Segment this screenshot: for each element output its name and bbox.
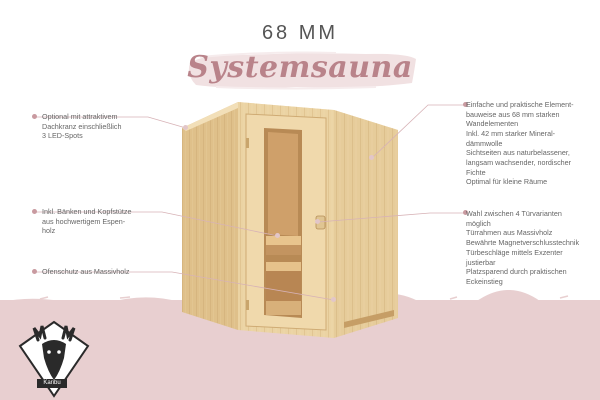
brush-stroke-backdrop	[188, 51, 416, 90]
callout-dot	[463, 102, 468, 107]
list-item: Bewährte Magnetverschlusstechnik	[466, 238, 580, 248]
callout-dot	[32, 209, 37, 214]
callout-dot	[32, 269, 37, 274]
list-item: Einfache und praktische Element- bauweis…	[466, 100, 574, 129]
callout-dot	[463, 210, 468, 215]
callout-dot	[275, 233, 280, 238]
callout-dot	[369, 155, 374, 160]
list-item: Optimal für kleine Räume	[466, 177, 548, 187]
list-item: Inkl. 42 mm starker Mineral- dämmwolle	[466, 128, 556, 148]
callout-dot	[331, 297, 336, 302]
list-item: Türbeschläge mittels Exzenter justierbar	[466, 247, 563, 267]
list-item: Türrahmen aus Massivholz	[466, 228, 553, 238]
list-item: Wahl zwischen 4 Türvarianten möglich	[466, 209, 562, 228]
callout-roof-trim: Optional mit attraktivem Dachkranz einsc…	[42, 112, 122, 141]
callout-benches: Inkl. Bänken und Kopfstütze aus hochwert…	[42, 207, 132, 236]
left-wall	[182, 102, 238, 330]
feature-list-construction: Einfache und praktische Element- bauweis…	[466, 100, 573, 187]
wall-thickness-heading: 68 MM	[261, 22, 339, 44]
callout-stove-guard: Ofenschutz aus Massivholz	[42, 267, 130, 276]
callout-dot	[315, 219, 320, 224]
callout-dot	[32, 114, 37, 119]
brand-label: Karibu	[37, 379, 67, 388]
feature-list-door: Wahl zwischen 4 Türvarianten möglich Tür…	[466, 209, 579, 287]
product-title: Systemsauna	[187, 50, 413, 85]
callout-dot	[183, 125, 188, 130]
list-item: Platzsparend durch praktischen Eckeinsti…	[466, 267, 567, 286]
list-item: Sichtseiten aus naturbelassener, langsam…	[466, 148, 572, 177]
callout-lines	[34, 104, 464, 301]
right-wall	[334, 110, 398, 338]
